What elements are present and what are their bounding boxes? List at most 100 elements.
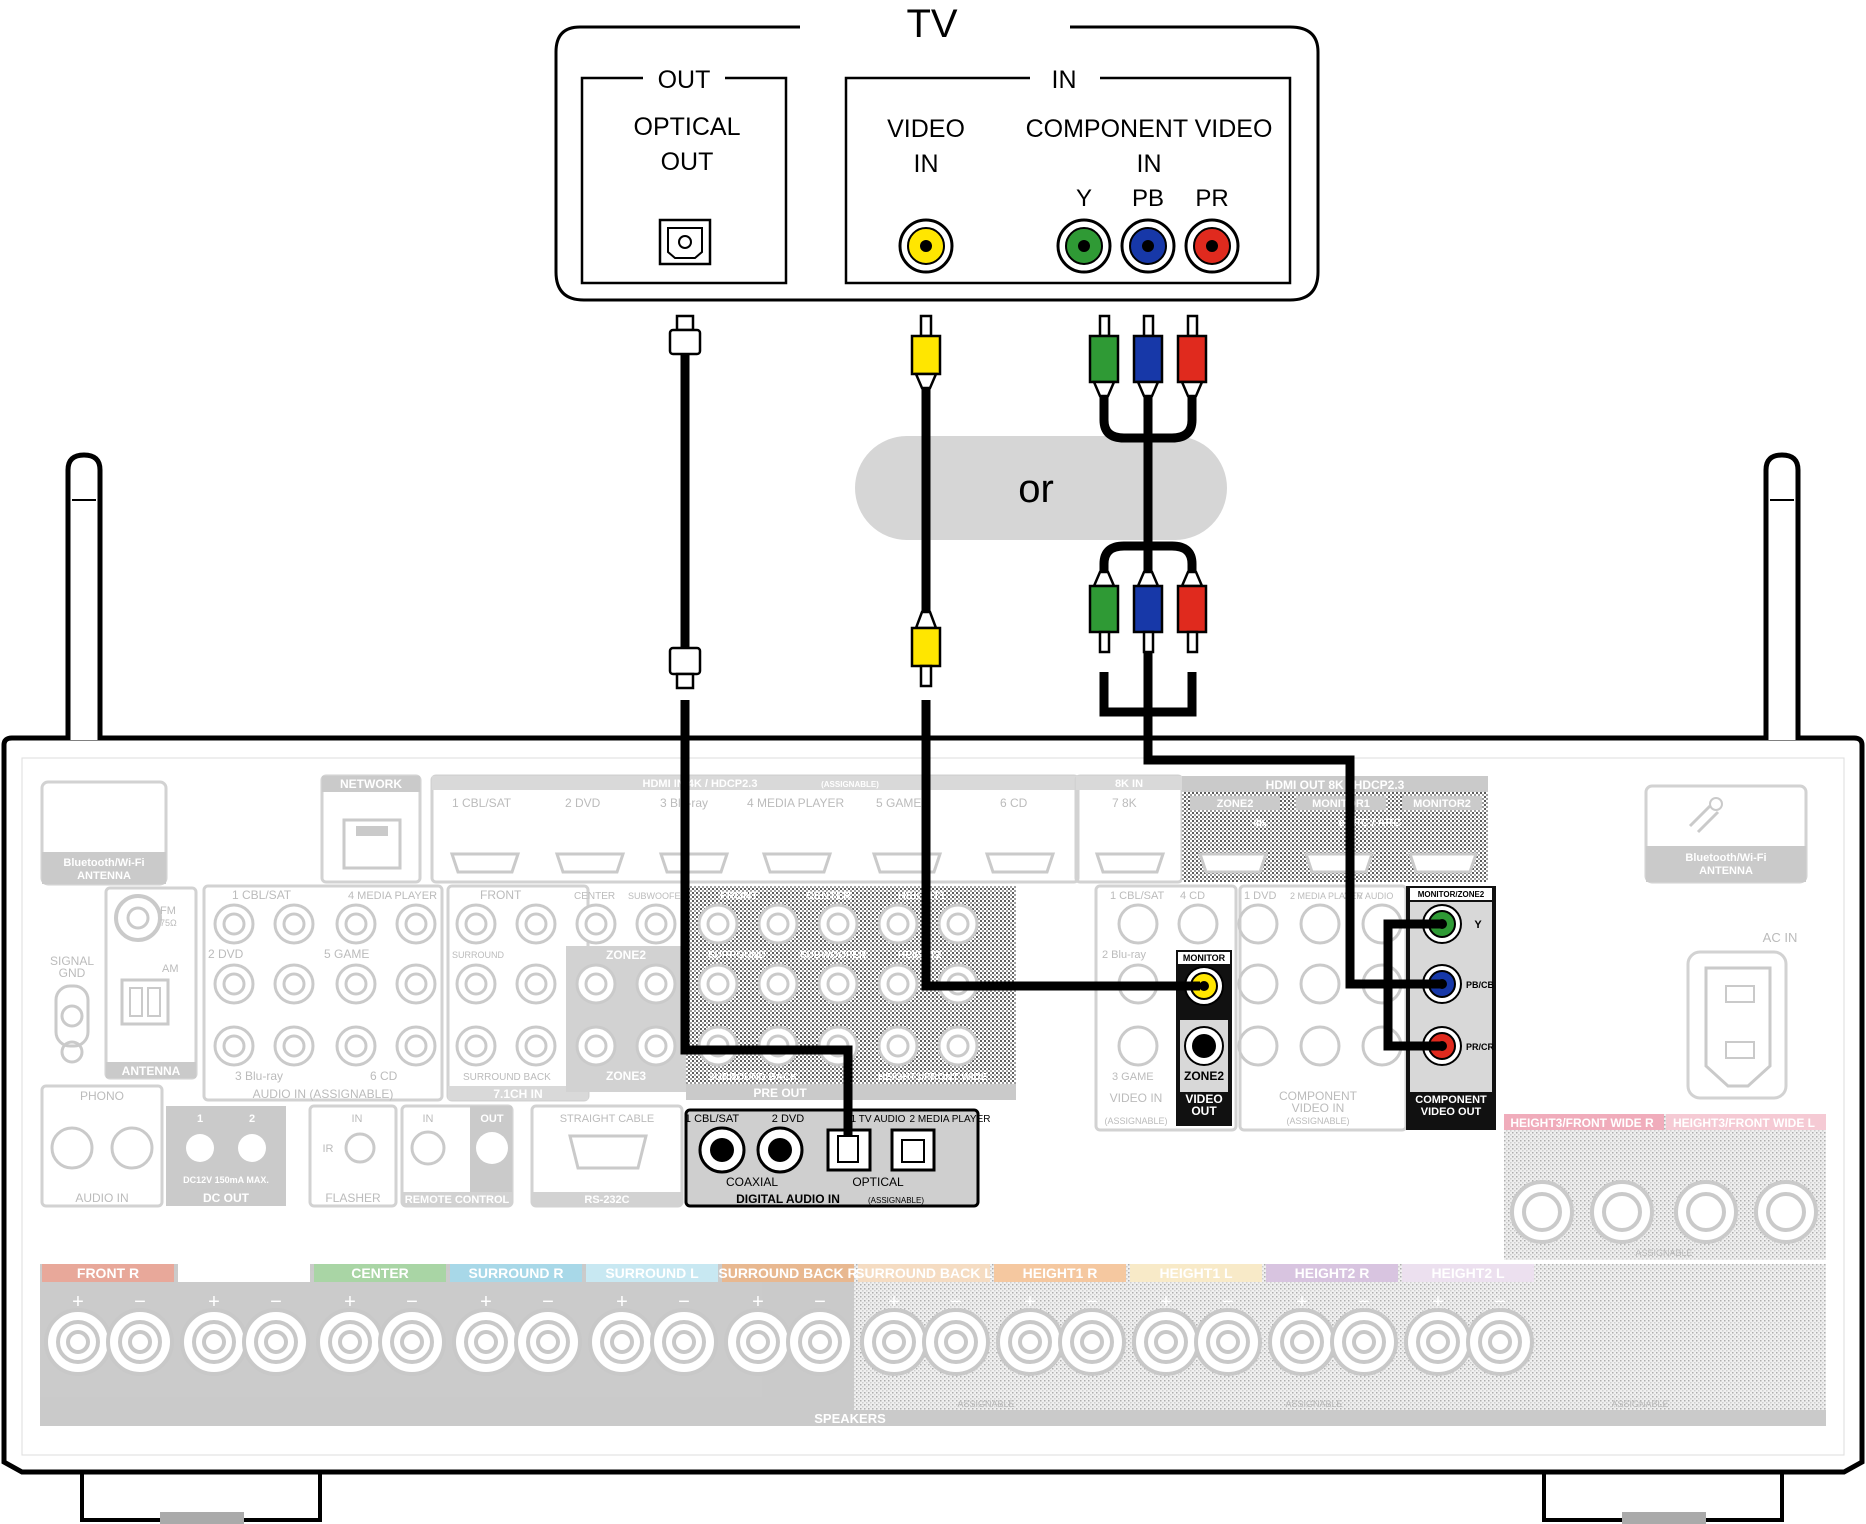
plug-green-bottom: [1088, 570, 1120, 654]
component-video-out-panel: MONITOR/ZONE2 Y PB/CB PR/CR COMPONENT VI…: [1406, 886, 1496, 1130]
speaker-terminal: [1352, 1330, 1376, 1354]
right-antenna: [1763, 452, 1801, 740]
ai-label-2: 4 MEDIA PLAYER: [348, 890, 437, 902]
or-label: or: [1018, 467, 1054, 511]
speaker-terminal: [514, 1308, 582, 1376]
minus-sign: −: [1222, 1291, 1234, 1313]
speaker-terminal: [650, 1308, 718, 1376]
speaker-label-bg: [178, 1264, 310, 1282]
vi-label-1: 1 CBL/SAT: [1110, 890, 1164, 902]
speaker-label: FRONT L: [214, 1265, 275, 1281]
bt-antenna-right-2: ANTENNA: [1699, 865, 1753, 877]
speaker-terminal: [474, 1330, 498, 1354]
optical-2-port: [890, 1128, 936, 1172]
assignable-label: ASSIGNABLE: [1285, 1399, 1342, 1409]
optical-label: OPTICAL: [852, 1175, 904, 1189]
hdmi-in-2: 2 DVD: [565, 796, 601, 810]
pre-center: CENTER: [806, 890, 851, 902]
minus-sign: −: [814, 1291, 826, 1313]
speaker-terminal: [128, 1330, 152, 1354]
hdmi-in-4: 4 MEDIA PLAYER: [747, 796, 844, 810]
speaker-terminal: [1478, 1320, 1522, 1364]
hdmi-out-zone2: ZONE2: [1217, 798, 1254, 810]
minus-sign: −: [270, 1291, 282, 1313]
speaker-terminal: [1070, 1320, 1114, 1364]
dc-out-spec: DC12V 150mA MAX.: [183, 1175, 269, 1185]
hdmi-in-1: 1 CBL/SAT: [452, 796, 512, 810]
tv-component-pr-jack: [1184, 218, 1240, 274]
video-monitor-label: MONITOR: [1183, 953, 1226, 963]
speaker-terminal: [452, 1308, 520, 1376]
bt-antenna-left-2: ANTENNA: [77, 870, 131, 882]
minus-sign: −: [406, 1291, 418, 1313]
plus-sign: +: [616, 1291, 628, 1313]
ac-in-label: AC IN: [1763, 930, 1798, 945]
bt-antenna-left-1: Bluetooth/Wi-Fi: [63, 857, 144, 869]
dai-3: 1 TV AUDIO: [851, 1114, 906, 1125]
height3-r-label: HEIGHT3/FRONT WIDE R: [1510, 1116, 1654, 1130]
speaker-terminal: [328, 1320, 372, 1364]
ch71-center: CENTER: [574, 891, 615, 902]
dc-out-2: 2: [249, 1113, 255, 1125]
component-in-label-2: IN: [1137, 150, 1162, 178]
fm-75ohm: 75Ω: [160, 918, 177, 928]
speaker-label-bg: [858, 1264, 990, 1282]
speaker-terminal: [600, 1320, 644, 1364]
dai-4: 2 MEDIA PLAYER: [910, 1114, 991, 1125]
fm-label: FM: [160, 905, 176, 917]
digital-audio-in-assignable: (ASSIGNABLE): [868, 1196, 924, 1205]
digital-audio-in-panel: 1 CBL/SAT 2 DVD 1 TV AUDIO 2 MEDIA PLAYE…: [684, 1108, 991, 1208]
plus-sign: +: [208, 1291, 220, 1313]
hdmi-out-monitor1: MONITOR1: [1312, 798, 1370, 810]
assignable-label: ASSIGNABLE: [957, 1399, 1014, 1409]
ch71-subwoofer: SUBWOOFER: [628, 891, 688, 901]
optical-out-label-1: OPTICAL: [634, 113, 741, 141]
speaker-terminal: [1342, 1320, 1386, 1364]
speaker-terminal: [254, 1320, 298, 1364]
video-out-label-2: OUT: [1191, 1104, 1217, 1118]
video-in-label-2: IN: [914, 150, 939, 178]
tv-video-in-jack: [898, 218, 954, 274]
ci-label-3: 3 TV AUDIO: [1344, 891, 1393, 901]
network-label: NETWORK: [340, 777, 402, 791]
y-label: Y: [1076, 185, 1092, 212]
speaker-label-bg: [1266, 1264, 1398, 1282]
speaker-label: HEIGHT2 R: [1295, 1265, 1370, 1281]
pre-out-label: PRE OUT: [753, 1086, 807, 1100]
ch71-surround-back: SURROUND BACK: [463, 1072, 551, 1083]
speaker-terminal: [1194, 1308, 1262, 1376]
phono-label: PHONO: [80, 1089, 124, 1103]
speaker-terminal: [1154, 1330, 1178, 1354]
minus-sign: −: [678, 1291, 690, 1313]
vi-label-4: 3 GAME: [1112, 1071, 1154, 1083]
video-out-panel: MONITOR ZONE2 VIDEO OUT: [1176, 950, 1232, 1126]
speaker-terminal: [746, 1330, 770, 1354]
speaker-terminal: [316, 1308, 384, 1376]
speaker-label: HEIGHT1 L: [1159, 1265, 1233, 1281]
am-label: AM: [162, 963, 179, 975]
minus-sign: −: [1358, 1291, 1370, 1313]
comp-pb-label: PB/CB: [1466, 980, 1495, 990]
hdmi-in-5: 5 GAME: [876, 796, 921, 810]
speaker-terminal: [672, 1330, 696, 1354]
component-video-in-assignable: (ASSIGNABLE): [1286, 1116, 1349, 1126]
speaker-terminal: [192, 1320, 236, 1364]
speaker-terminal: [1280, 1320, 1324, 1364]
rs232c-label: RS-232C: [584, 1194, 629, 1206]
monitor-zone2-label: MONITOR/ZONE2: [1418, 890, 1485, 899]
plus-sign: +: [344, 1291, 356, 1313]
zone2-label: ZONE2: [606, 948, 646, 962]
pre-height2: HEIGHT2: [898, 950, 942, 961]
speaker-label: HEIGHT2 L: [1431, 1265, 1505, 1281]
antenna-label: ANTENNA: [122, 1064, 181, 1078]
tv-title: TV: [906, 2, 957, 46]
speaker-terminal: [1132, 1308, 1200, 1376]
speaker-terminal: [338, 1330, 362, 1354]
pre-surround-back: SURROUND BACK: [708, 1072, 798, 1083]
speaker-terminal: [180, 1308, 248, 1376]
audio-in-label: AUDIO IN: [75, 1191, 128, 1205]
speaker-terminal: [264, 1330, 288, 1354]
speaker-label-bg: [1130, 1264, 1262, 1282]
speaker-terminal: [1466, 1308, 1534, 1376]
